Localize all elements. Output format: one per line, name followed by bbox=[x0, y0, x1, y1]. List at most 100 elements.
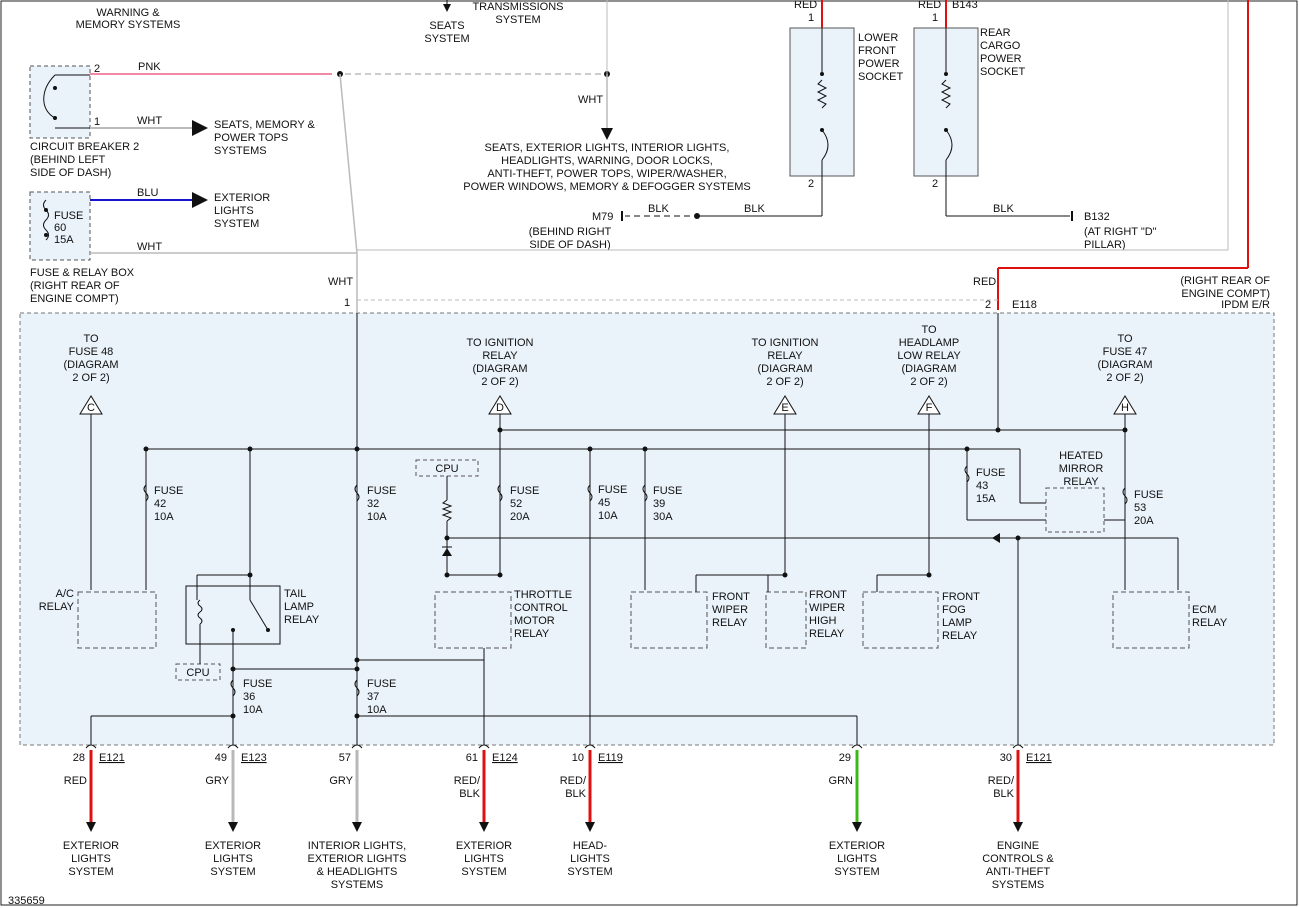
right-pin2: 2 bbox=[985, 299, 991, 311]
ecm-relay bbox=[1112, 591, 1190, 649]
fuse60-wht-label: WHT bbox=[137, 241, 162, 253]
front-wiper-relay bbox=[630, 591, 708, 649]
bottom-connector-mark-3 bbox=[478, 744, 490, 749]
pnk-wire-label: PNK bbox=[138, 61, 161, 73]
blk-label-2: BLK bbox=[744, 203, 765, 215]
bottom-arrow-4 bbox=[585, 822, 595, 832]
bottom-wire-label-4: RED/BLK bbox=[560, 775, 587, 800]
blk-label-1: BLK bbox=[648, 203, 669, 215]
bottom-conn-6: E121 bbox=[1026, 752, 1052, 764]
bottom-arrow-6 bbox=[1013, 822, 1023, 832]
cb-pin2: 2 bbox=[94, 63, 100, 75]
cb-wht-label: WHT bbox=[137, 115, 162, 127]
red-rear-label: RED bbox=[918, 0, 941, 11]
wht-pin1: 1 bbox=[344, 297, 350, 309]
bottom-pin-57: 57 bbox=[339, 752, 351, 764]
wht-module-label: WHT bbox=[328, 276, 353, 288]
bottom-connector-mark-4 bbox=[584, 744, 596, 749]
bottom-wire-label-5: GRN bbox=[829, 775, 854, 787]
right-red-label: RED bbox=[973, 276, 996, 288]
fuse-relay-box bbox=[29, 191, 91, 261]
blu-wire-label: BLU bbox=[137, 187, 158, 199]
cpu-label-upper: CPU bbox=[435, 463, 458, 475]
lower-pin1: 1 bbox=[808, 12, 814, 24]
bottom-conn-0: E121 bbox=[99, 752, 125, 764]
bottom-connector-mark-0 bbox=[85, 744, 97, 749]
red-lower-label: RED bbox=[794, 0, 817, 11]
circuit-breaker-2 bbox=[29, 65, 91, 139]
bottom-conn-1: E123 bbox=[241, 752, 267, 764]
cpu-label-lower: CPU bbox=[186, 667, 209, 679]
bottom-wire-label-0: RED bbox=[64, 775, 87, 787]
heated-mirror-relay bbox=[1045, 487, 1105, 533]
systems-list-label: SEATS, EXTERIOR LIGHTS, INTERIOR LIGHTS,… bbox=[463, 142, 750, 193]
bottom-wire-label-1: GRY bbox=[205, 775, 229, 787]
blk-label-3: BLK bbox=[993, 203, 1014, 215]
bottom-arrow-0 bbox=[86, 822, 96, 832]
bottom-arrow-3 bbox=[479, 822, 489, 832]
bottom-pin-61: 61 bbox=[466, 752, 478, 764]
lower-pin2: 2 bbox=[808, 178, 814, 190]
ref-f-label: F bbox=[926, 402, 933, 414]
bottom-pin-49: 49 bbox=[215, 752, 227, 764]
bottom-connector-mark-6 bbox=[1012, 744, 1024, 749]
front-wiper-high-relay bbox=[765, 591, 807, 649]
ref-c-label: C bbox=[87, 402, 95, 414]
bottom-connector-mark-2 bbox=[351, 744, 363, 749]
cb-pin1: 1 bbox=[94, 116, 100, 128]
bottom-pin-30: 30 bbox=[1000, 752, 1012, 764]
ref-h-label: H bbox=[1121, 402, 1129, 414]
cpu-box-lower bbox=[175, 663, 221, 681]
e118-label: E118 bbox=[1012, 299, 1037, 311]
rear-pin1: 1 bbox=[932, 12, 938, 24]
bottom-conn-4: E119 bbox=[598, 752, 623, 764]
front-fog-lamp-relay bbox=[862, 591, 939, 649]
bottom-arrow-5 bbox=[852, 822, 862, 832]
bottom-pin-29: 29 bbox=[839, 752, 851, 764]
warning-systems-label: WARNING &MEMORY SYSTEMS bbox=[76, 7, 181, 31]
ref-d-label: D bbox=[496, 402, 504, 414]
bottom-wire-label-2: GRY bbox=[329, 775, 353, 787]
bottom-connector-mark-1 bbox=[227, 744, 239, 749]
bottom-pin-28: 28 bbox=[73, 752, 85, 764]
bottom-pin-10: 10 bbox=[572, 752, 584, 764]
b132-location: (AT RIGHT "D"PILLAR) bbox=[1084, 226, 1157, 251]
